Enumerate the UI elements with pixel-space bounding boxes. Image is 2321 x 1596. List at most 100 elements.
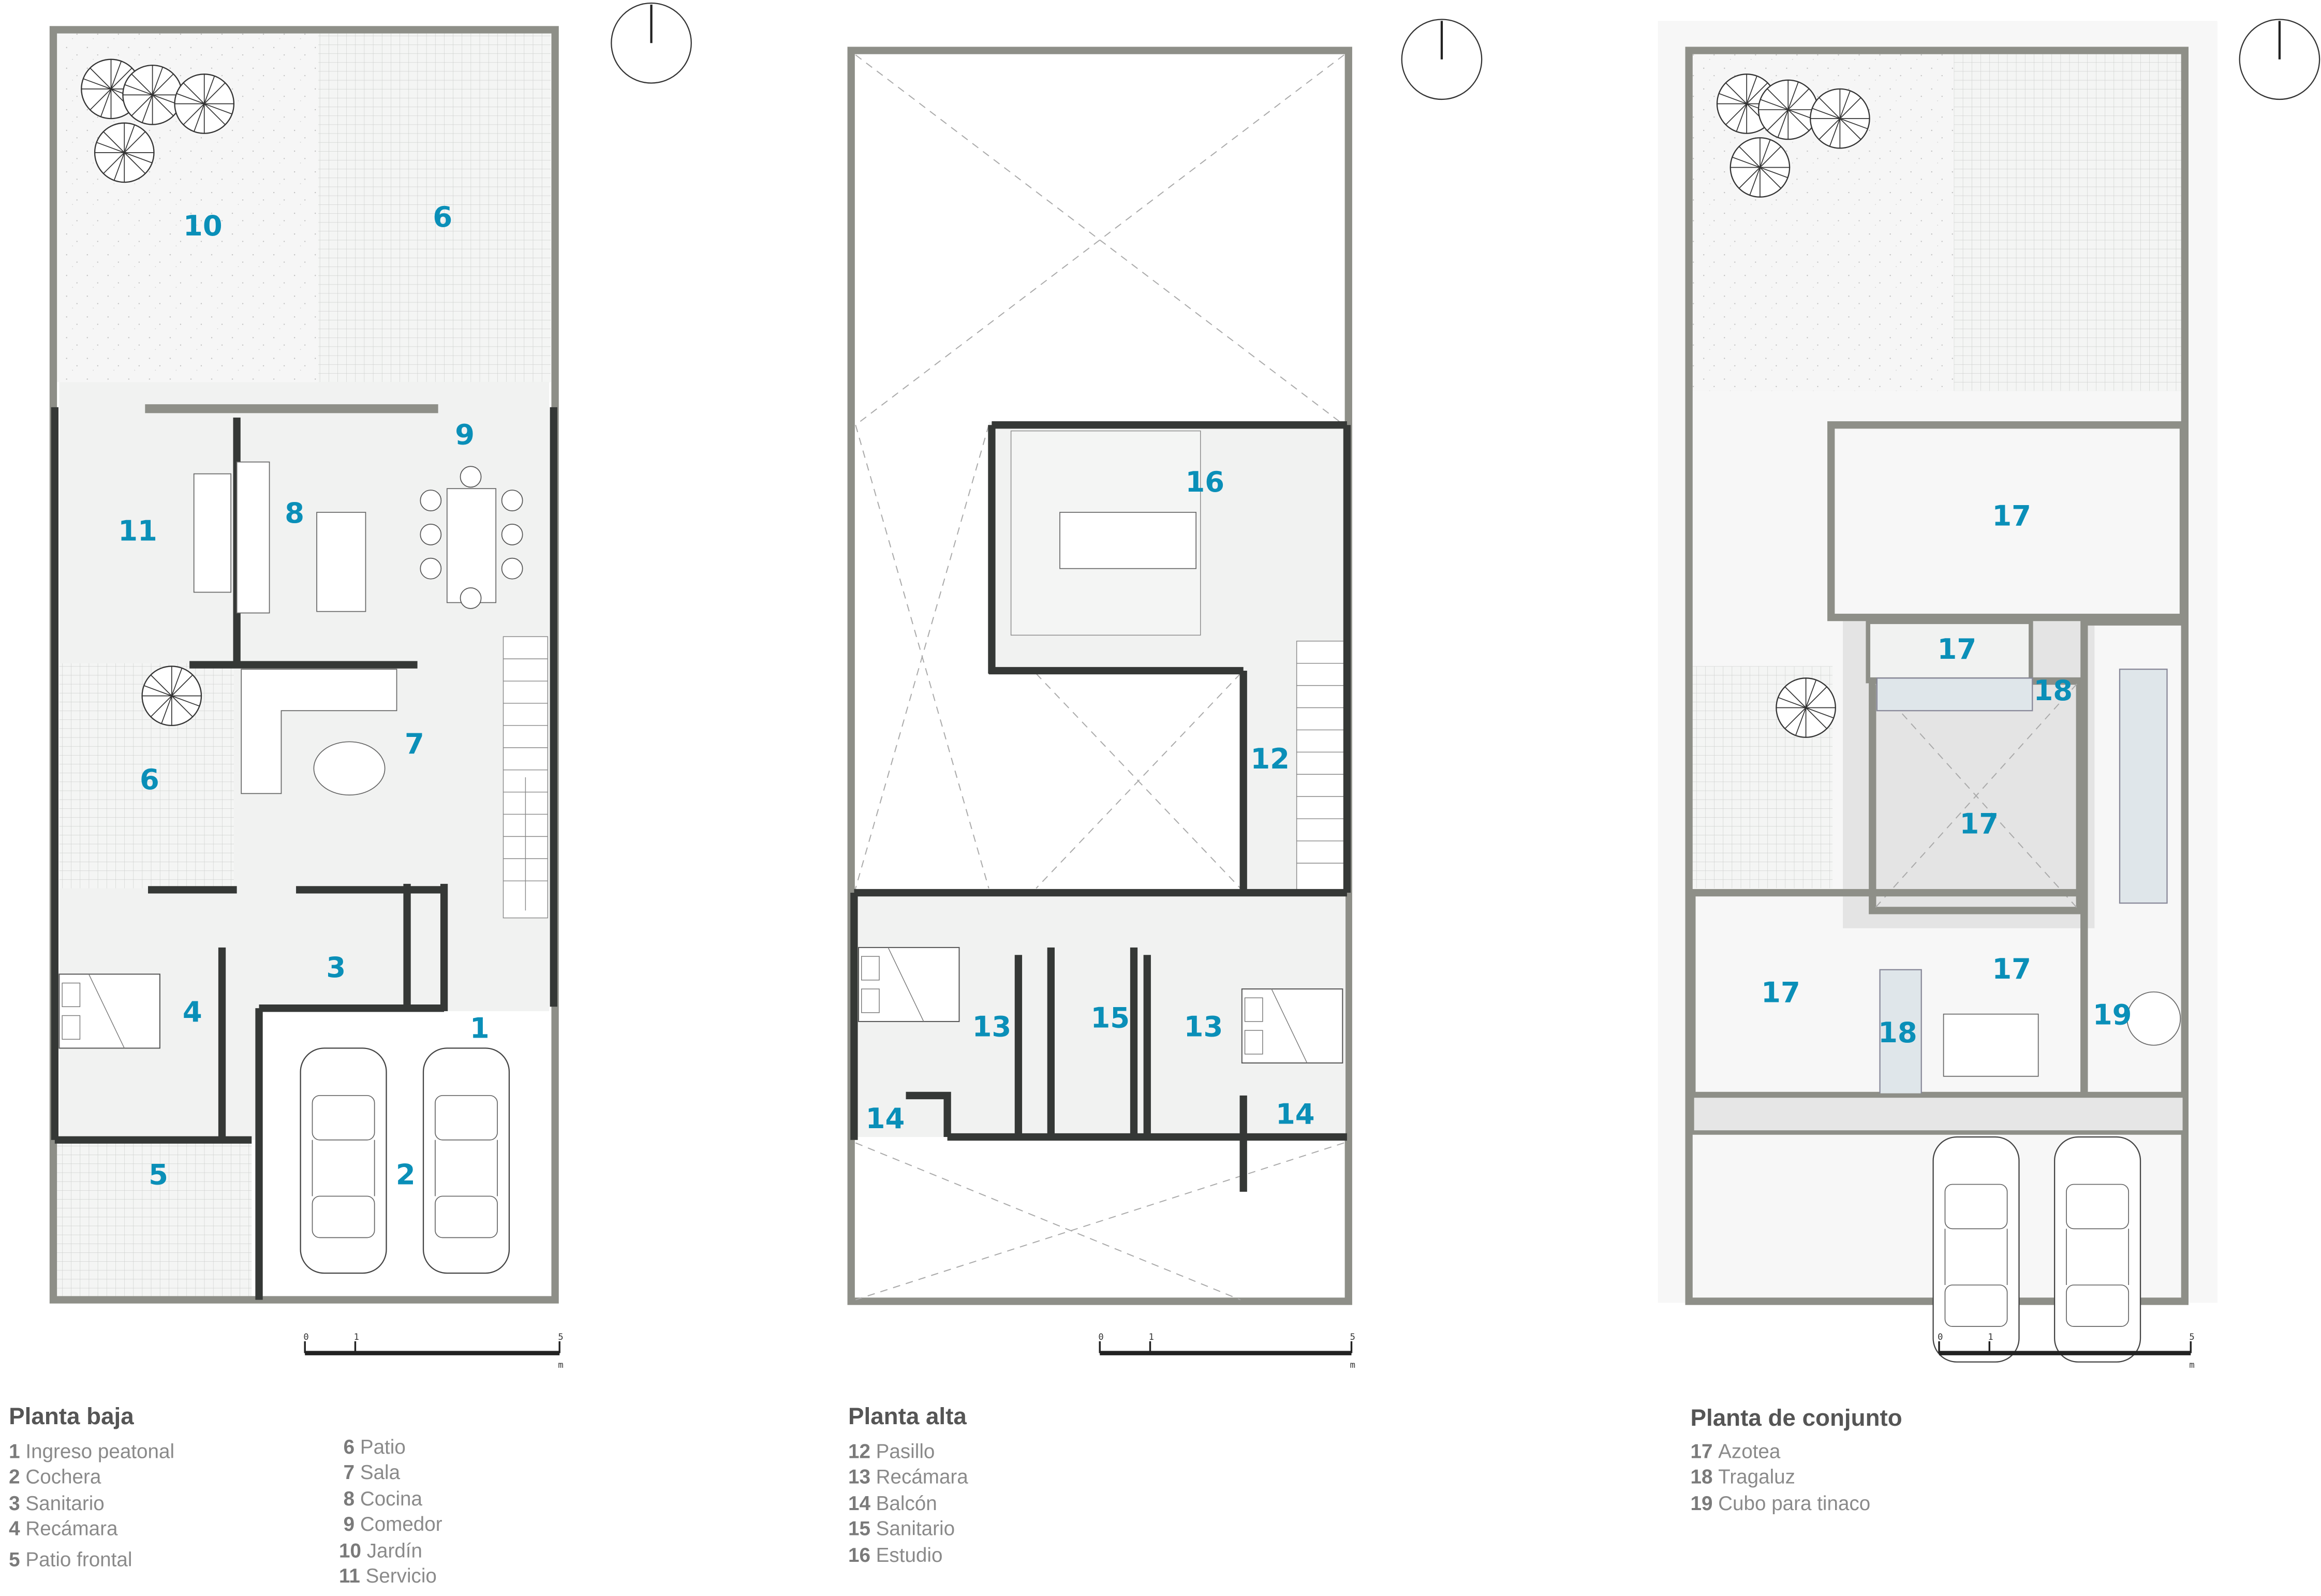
tree-icon xyxy=(1810,88,1870,149)
legend-label: Patio frontal xyxy=(25,1549,132,1571)
legend-label: Patio xyxy=(360,1436,406,1458)
scale-bar: 0 1 5 m xyxy=(303,1332,563,1370)
room-label: 19 xyxy=(2093,999,2132,1031)
plan-planta-de-conjunto: 17 17 18 17 17 17 18 19 0 1 5 m Planta d… xyxy=(1658,19,2320,1515)
legend-number: 8 xyxy=(344,1488,354,1510)
svg-text:5 Patio frontal: 5 Patio frontal xyxy=(9,1549,132,1571)
legend-number: 18 xyxy=(1690,1466,1712,1488)
legend-label: Tragaluz xyxy=(1718,1466,1795,1488)
svg-text:2 Cochera: 2 Cochera xyxy=(9,1466,101,1488)
tree-icon xyxy=(1757,79,1819,140)
legend-label: Sanitario xyxy=(25,1492,104,1515)
laundry-appliances xyxy=(193,473,232,593)
room-label: 9 xyxy=(455,418,475,451)
svg-text:16 Estudio: 16 Estudio xyxy=(848,1544,942,1567)
scale-tick: 1 xyxy=(1988,1332,1993,1342)
svg-text:9 Comedor: 9 Comedor xyxy=(344,1513,442,1535)
legend-number: 14 xyxy=(848,1492,870,1515)
roof-equipment xyxy=(1943,1013,2039,1077)
legend-label: Ingreso peatonal xyxy=(25,1441,174,1463)
room-label: 14 xyxy=(1276,1098,1315,1130)
legend-number: 6 xyxy=(344,1436,354,1458)
room-label: 17 xyxy=(1992,953,2031,985)
car-icon xyxy=(422,1047,510,1274)
legend: 1 Ingreso peatonal 2 Cochera 3 Sanitario… xyxy=(9,1436,442,1587)
scale-tick: 5 xyxy=(2189,1332,2194,1342)
legend-number: 15 xyxy=(848,1517,870,1540)
skylight xyxy=(2119,669,2168,904)
room-label: 18 xyxy=(2033,674,2073,707)
legend-label: Cocina xyxy=(360,1488,423,1510)
sofa xyxy=(241,669,397,794)
plan-planta-alta: 16 12 13 15 13 14 14 0 1 5 m Planta alta… xyxy=(847,19,1483,1567)
legend-label: Recámara xyxy=(25,1517,118,1540)
svg-text:1 Ingreso peatonal: 1 Ingreso peatonal xyxy=(9,1441,174,1463)
plan-title: Planta alta xyxy=(848,1403,967,1429)
legend-number: 10 xyxy=(339,1540,361,1562)
legend-label: Servicio xyxy=(366,1565,437,1587)
scale-tick: 0 xyxy=(1938,1332,1943,1342)
legend-number: 2 xyxy=(9,1466,20,1488)
svg-text:17 Azotea: 17 Azotea xyxy=(1690,1441,1780,1463)
legend: 17 Azotea 18 Tragaluz 19 Cubo para tinac… xyxy=(1690,1441,1870,1515)
legend-number: 16 xyxy=(848,1544,870,1567)
stairs xyxy=(1296,641,1344,891)
svg-text:14 Balcón: 14 Balcón xyxy=(848,1492,937,1515)
svg-text:12 Pasillo: 12 Pasillo xyxy=(848,1441,935,1463)
scale-unit: m xyxy=(1350,1360,1355,1370)
legend-label: Recámara xyxy=(876,1466,969,1488)
legend-label: Sala xyxy=(360,1461,401,1484)
plan-title: Planta de conjunto xyxy=(1690,1405,1902,1431)
legend: 12 Pasillo 13 Recámara 14 Balcón 15 Sani… xyxy=(848,1441,968,1567)
dining-chairs xyxy=(420,466,523,609)
svg-text:13 Recámara: 13 Recámara xyxy=(848,1466,968,1488)
void-lines xyxy=(1875,684,2077,908)
scale-tick: 0 xyxy=(1098,1332,1103,1342)
legend-number: 11 xyxy=(339,1565,360,1587)
room-label: 1 xyxy=(470,1012,490,1044)
skylight xyxy=(1876,677,2033,712)
legend-label: Comedor xyxy=(360,1513,442,1535)
scale-tick: 5 xyxy=(558,1332,563,1342)
patio-area xyxy=(1954,53,2182,391)
stair-treads xyxy=(1296,662,1344,864)
room-label: 10 xyxy=(183,210,223,242)
svg-text:10 Jardín: 10 Jardín xyxy=(339,1540,422,1562)
roof-slab xyxy=(1866,619,2033,684)
room-label: 11 xyxy=(118,514,157,547)
water-tank-icon xyxy=(2126,991,2181,1046)
scale-tick: 0 xyxy=(303,1332,308,1342)
roof-slab xyxy=(1827,421,2187,622)
legend-label: Cochera xyxy=(25,1466,101,1488)
legend-number: 9 xyxy=(344,1513,354,1535)
beam xyxy=(145,404,438,413)
scale-tick: 1 xyxy=(1149,1332,1154,1342)
legend-number: 13 xyxy=(848,1466,870,1488)
bed-icon xyxy=(1241,988,1343,1064)
svg-text:15 Sanitario: 15 Sanitario xyxy=(848,1517,955,1540)
tree-icon xyxy=(174,73,235,134)
room-label: 13 xyxy=(1184,1011,1223,1043)
tree-icon xyxy=(141,666,202,726)
room-label: 17 xyxy=(1938,633,1977,666)
legend-number: 17 xyxy=(1690,1441,1712,1463)
parapet xyxy=(1690,1093,2187,1135)
north-arrow-icon xyxy=(611,2,692,84)
desk xyxy=(1059,512,1197,569)
dining-table xyxy=(446,488,497,603)
svg-text:7 Sala: 7 Sala xyxy=(344,1461,401,1484)
legend-number: 4 xyxy=(9,1517,20,1540)
front-patio xyxy=(56,1140,252,1300)
patio-area xyxy=(318,33,551,382)
legend-number: 1 xyxy=(9,1441,20,1463)
kitchen-counter xyxy=(236,461,270,614)
car-icon xyxy=(2053,1136,2141,1363)
room-label: 18 xyxy=(1878,1016,1917,1049)
room-label: 4 xyxy=(183,996,202,1028)
scale-unit: m xyxy=(2189,1360,2194,1370)
tree-icon xyxy=(1729,137,1791,198)
room-label: 3 xyxy=(326,951,346,984)
legend-number: 5 xyxy=(9,1549,20,1571)
room-label: 13 xyxy=(972,1011,1012,1043)
